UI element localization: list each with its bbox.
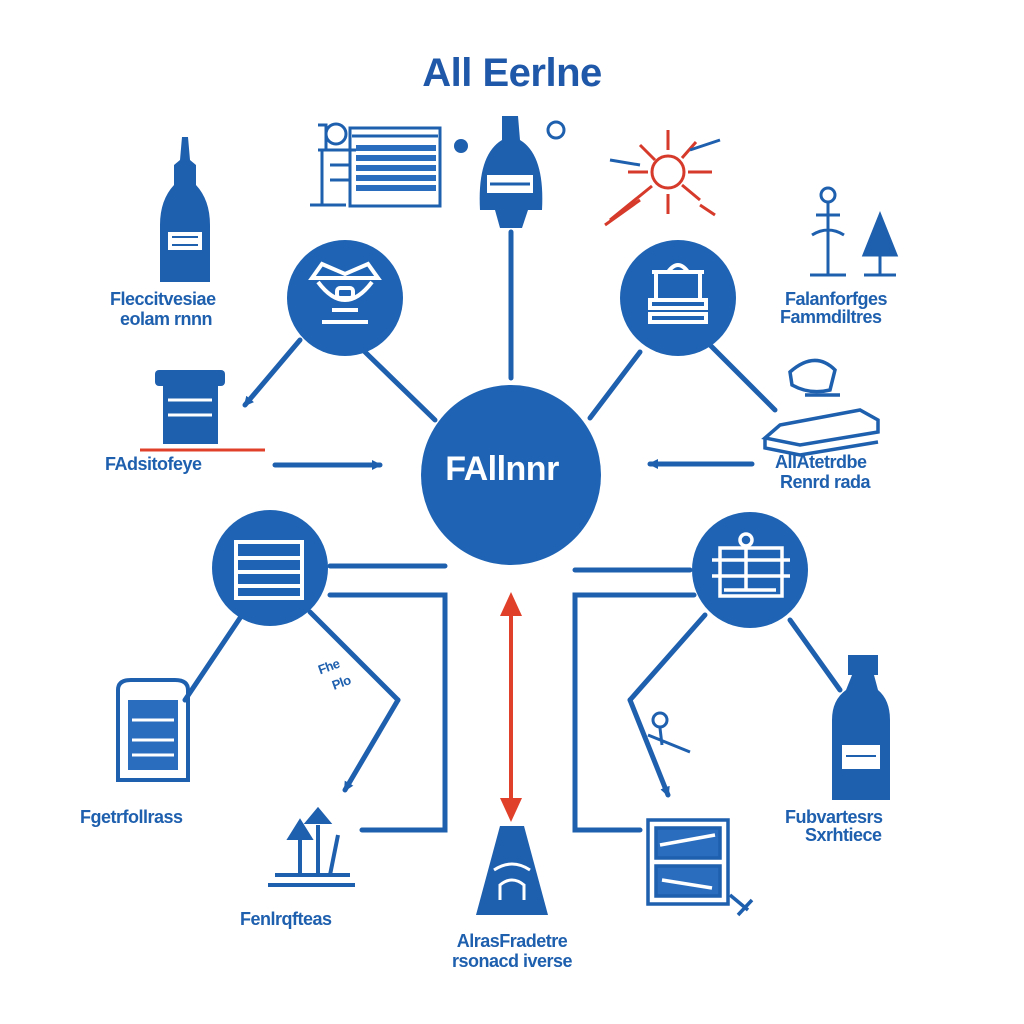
edge-topleft-jar [242,337,303,408]
cone-flask-icon [476,826,548,915]
label-top-right-flower-2: Fammdiltres [780,307,882,327]
document-icon [234,540,304,600]
edge-leftnode-down [307,609,401,703]
explosion-icon [604,130,721,227]
bottle-icon [160,137,210,282]
red-double-arrow [500,592,522,822]
label-bottom-left-shelf: Fgetrfollrass [80,807,183,827]
cauldron-icon [308,261,382,324]
hub-node [421,385,601,565]
vat-icon [648,263,708,324]
edge-rightnode-down [627,612,708,703]
label-mid-right-book-2: Renrd rada [780,472,871,492]
label-bottom-left-tools: Fenlrqfteas [240,909,332,929]
node-bottom-left [212,510,328,626]
node-bottom-right [692,512,808,628]
edge-down-tools [342,697,401,793]
flask-icon [454,116,566,228]
label-top-right-flower-1: Falanforfges [785,289,888,309]
edge-topright-book [707,342,778,413]
hub-label: FAllnnr [445,450,559,488]
label-mid-left-jar: FAdsitofeye [105,454,202,474]
label-bottom-right-bottle-1: Fubvartesrs [785,807,883,827]
shelf-icon [116,678,190,782]
edge-rightnode-bottle [787,617,843,693]
small-figure-icon [647,711,691,754]
edge-down-machine [627,697,671,798]
edge-hub-topright [587,349,643,421]
flower-tree-icon [810,186,899,277]
jar-icon [140,370,265,452]
tools-icon [268,806,355,887]
edge-right-bracket [572,592,697,833]
label-mid-right-book-1: AllAtetrdbe [775,452,867,472]
label-bottom-center-flask-2: rsonacd iverse [451,951,573,971]
book-stack-icon [761,358,880,457]
label-bottom-center-flask-1: AlrasFradetre [456,931,568,951]
diagram-title: All Eerlne [422,51,602,95]
label-top-left-bottle-1: Fleccitvesiae [110,289,216,309]
label-top-left-bottle-2: eolam rnnn [120,309,213,329]
edge-left-bracket [327,592,448,833]
node-top-left [287,240,403,356]
edge-leftnode-shelf [182,615,243,703]
label-bottom-right-bottle-2: Sxrhtiece [805,825,882,845]
edge-hub-topleft [362,349,438,423]
bottle-icon [832,655,890,800]
grid-machine-icon [310,122,442,208]
circuit-icon [712,532,790,598]
machine-icon [646,818,754,917]
node-top-right [620,240,736,356]
